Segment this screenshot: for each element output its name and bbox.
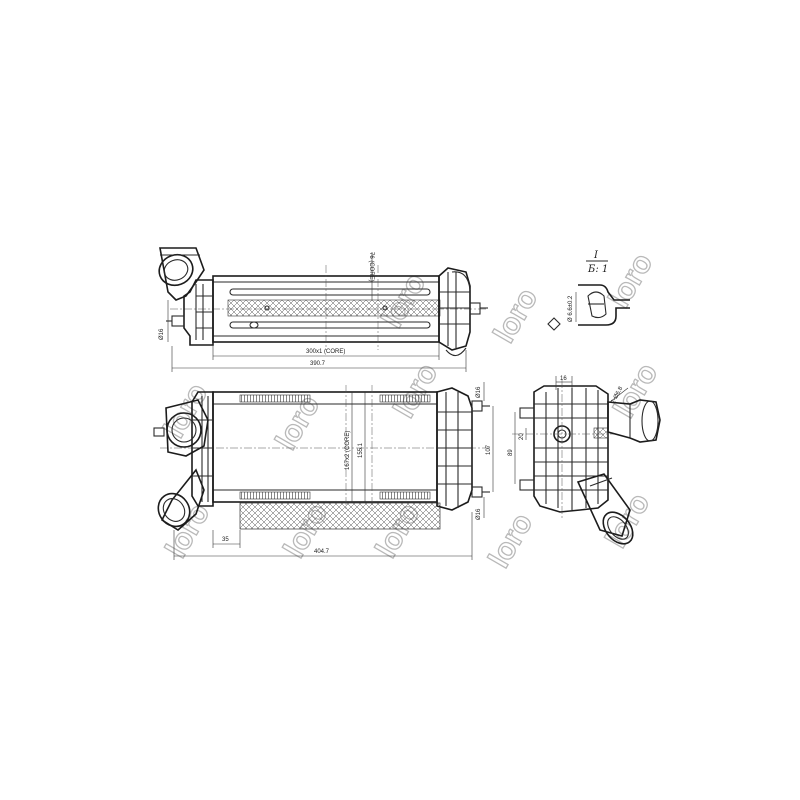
front-core-height-label: 167x2 (CORE)	[345, 431, 351, 470]
side-top-dim-label: 16	[560, 376, 567, 382]
front-top-dia-label: Ø16	[476, 386, 482, 398]
top-view-right-tank	[438, 267, 471, 351]
side-view-upper-pipe	[607, 399, 661, 443]
detail-label: I	[593, 250, 599, 261]
top-overall-length-label: 390.7	[310, 361, 326, 367]
watermark: loro	[602, 248, 659, 314]
watermark: loro	[487, 283, 544, 349]
front-height-label: 155.1	[358, 442, 364, 458]
top-view-fins	[227, 299, 441, 317]
side-view: 16 89 20 2-Ø6.8	[508, 376, 661, 545]
top-view-inlet-pipe	[159, 247, 205, 301]
detail-view: I Б: 1 Ø 6.6±0.2	[547, 250, 630, 331]
front-view-left-tank	[191, 391, 214, 507]
top-pipe-dia-label: Ø16	[159, 328, 165, 340]
front-overall-length-label: 404.7	[314, 549, 330, 555]
top-core-length-label: 300x1 (CORE)	[306, 349, 345, 355]
side-view-body	[533, 385, 609, 513]
top-core-depth-label: 76 (CORE)	[368, 252, 374, 282]
front-height-right-label: 107	[486, 444, 492, 455]
front-view-lower-pipe	[160, 468, 205, 531]
front-view-right-tank	[436, 387, 473, 511]
detail-dim-label: Ø 6.6±0.2	[568, 295, 574, 322]
side-left-dim-b-label: 20	[519, 433, 525, 440]
top-view: Ø16 300x1 (CORE) 390.7 76 (CORE)	[158, 247, 488, 372]
front-view: 167x2 (CORE) 155.1 107 Ø16 Ø16 35 404.7	[153, 382, 494, 560]
front-offset-label: 35	[222, 537, 229, 543]
side-view-lower-pipe	[576, 473, 631, 537]
front-view-upper-pipe	[165, 399, 209, 457]
detail-scale: Б: 1	[587, 264, 608, 275]
front-view-bracket	[239, 502, 441, 530]
side-left-dim-a-label: 89	[508, 449, 514, 456]
watermark: loro	[482, 508, 539, 574]
front-bottom-dia-label: Ø16	[476, 508, 482, 520]
